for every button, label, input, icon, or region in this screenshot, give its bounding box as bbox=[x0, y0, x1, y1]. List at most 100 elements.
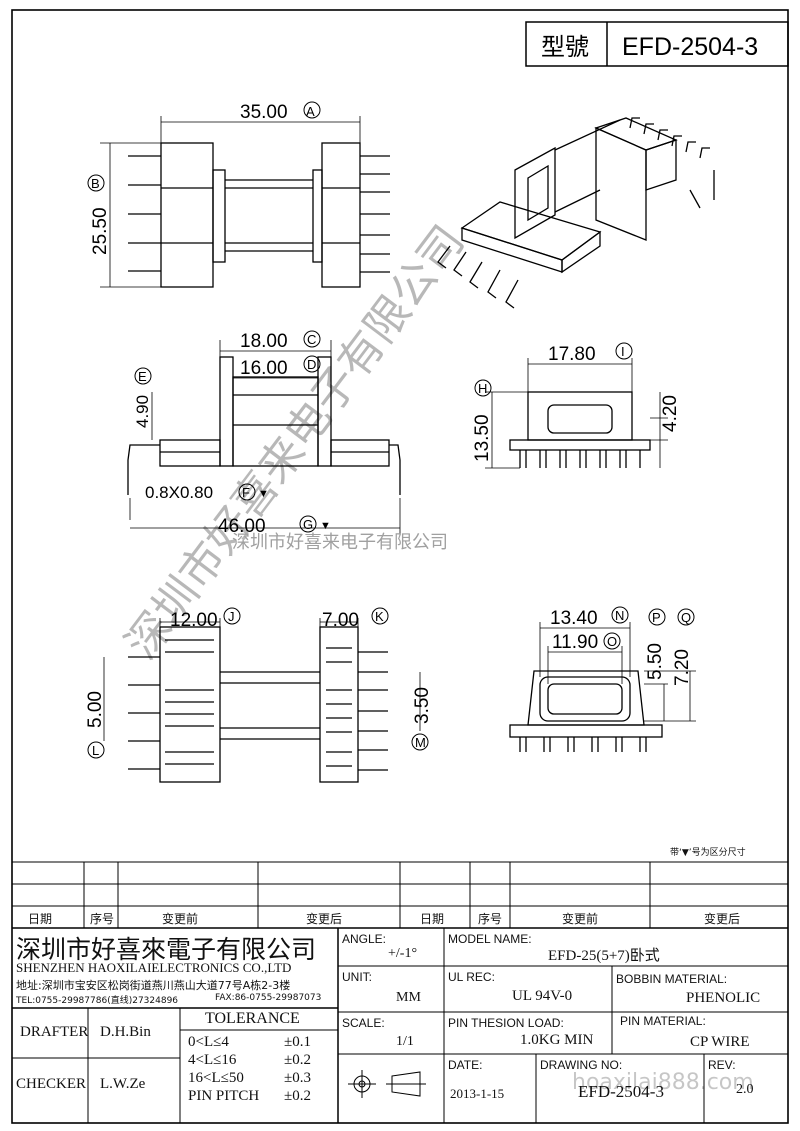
company-name-cn: 深圳市好喜來電子有限公司 bbox=[16, 935, 317, 964]
tolerance-value-1: ±0.1 bbox=[284, 1034, 311, 1050]
date-label: DATE: bbox=[448, 1058, 483, 1072]
company-address: 地址:深圳市宝安区松岗街道燕川燕山大道77号A栋2-3楼 bbox=[16, 979, 291, 992]
tolerance-value-2: ±0.2 bbox=[284, 1052, 311, 1068]
tolerance-value-4: ±0.2 bbox=[284, 1088, 311, 1104]
dim-j: 12.00 bbox=[170, 610, 218, 631]
pin-load-label: PIN THESION LOAD: bbox=[448, 1016, 564, 1030]
svg-text:B: B bbox=[91, 176, 100, 191]
marker-j: J bbox=[223, 607, 241, 625]
ul-rec-label: UL REC: bbox=[448, 970, 495, 984]
model-name-value: EFD-25(5+7)卧式 bbox=[548, 948, 660, 964]
watermark-diagonal: 深圳市好喜来电子有限公司 bbox=[117, 217, 474, 668]
model-name-label: MODEL NAME: bbox=[448, 932, 532, 946]
model-label: 型號 bbox=[541, 34, 589, 61]
tolerance-title: TOLERANCE bbox=[205, 1010, 300, 1027]
marker-n: N bbox=[611, 606, 629, 624]
ul-rec-value: UL 94V-0 bbox=[512, 988, 573, 1004]
svg-text:G: G bbox=[303, 517, 313, 532]
dim-m: 3.50 bbox=[412, 687, 433, 724]
marker-b: B bbox=[87, 174, 105, 192]
rev-header-after-2: 变更后 bbox=[704, 912, 741, 926]
side-view bbox=[485, 358, 668, 469]
svg-text:P: P bbox=[652, 610, 661, 625]
company-tel: TEL:0755-29987786(直线)27324896 bbox=[16, 996, 179, 1006]
pin-load-value: 1.0KG MIN bbox=[520, 1032, 594, 1048]
rev-header-after-1: 变更后 bbox=[306, 912, 343, 926]
rev-header-seq-1: 序号 bbox=[90, 912, 115, 926]
date-value: 2013-1-15 bbox=[450, 1086, 505, 1101]
unit-value: MM bbox=[396, 990, 421, 1005]
front-view bbox=[127, 340, 401, 535]
drawing-no-value: EFD-2504-3 bbox=[578, 1082, 664, 1101]
bobbin-material-value: PHENOLIC bbox=[686, 990, 761, 1006]
marker-i: I bbox=[615, 342, 633, 360]
unit-label: UNIT: bbox=[342, 970, 372, 984]
tolerance-range-2: 4<L≤16 bbox=[188, 1052, 237, 1068]
rev-header-seq-2: 序号 bbox=[478, 912, 503, 926]
checker-value: L.W.Ze bbox=[100, 1076, 146, 1092]
marker-a: A bbox=[303, 101, 321, 119]
svg-text:C: C bbox=[307, 332, 316, 347]
angle-value: +/-1° bbox=[388, 946, 418, 961]
page-border bbox=[11, 9, 789, 1124]
company-fax: FAX:86-0755-29987073 bbox=[215, 993, 322, 1003]
rev-value: 2.0 bbox=[736, 1082, 754, 1097]
section-view bbox=[509, 622, 696, 752]
svg-text:D: D bbox=[307, 357, 316, 372]
bottom-view bbox=[103, 618, 421, 783]
scale-label: SCALE: bbox=[342, 1016, 385, 1030]
checker-label: CHECKER bbox=[16, 1076, 87, 1092]
rev-label: REV: bbox=[708, 1058, 736, 1072]
svg-text:F: F bbox=[242, 485, 250, 500]
svg-text:J: J bbox=[228, 609, 235, 624]
pin-material-label: PIN MATERIAL: bbox=[620, 1014, 706, 1028]
marker-c: C bbox=[303, 330, 321, 348]
tolerance-value-3: ±0.3 bbox=[284, 1070, 311, 1086]
tolerance-range-1: 0<L≤4 bbox=[188, 1034, 229, 1050]
svg-text:N: N bbox=[615, 608, 624, 623]
dim-g: 46.00 bbox=[218, 516, 266, 537]
note-text: 带‘▼’号为区分尺寸 bbox=[670, 848, 746, 858]
dim-f: 0.8X0.80 bbox=[145, 483, 213, 502]
drawing-no-label: DRAWING NO: bbox=[540, 1058, 623, 1072]
svg-text:H: H bbox=[478, 381, 487, 396]
tolerance-range-3: 16<L≤50 bbox=[188, 1070, 244, 1086]
dim-e: 4.90 bbox=[133, 395, 152, 428]
marker-g-triangle: ▼ bbox=[320, 520, 331, 532]
svg-text:E: E bbox=[138, 369, 147, 384]
svg-text:O: O bbox=[607, 634, 617, 649]
dim-k: 7.00 bbox=[322, 610, 359, 631]
marker-p: P bbox=[648, 608, 666, 626]
drafter-value: D.H.Bin bbox=[100, 1024, 151, 1040]
marker-m: M bbox=[411, 733, 429, 751]
bobbin-material-label: BOBBIN MATERIAL: bbox=[616, 972, 728, 986]
watermark-url: hoaxilai888.com bbox=[572, 1070, 754, 1095]
marker-o: O bbox=[603, 632, 621, 650]
dim-o: 11.90 bbox=[552, 632, 598, 653]
marker-q: Q bbox=[677, 608, 695, 626]
dim-h: 13.50 bbox=[472, 414, 493, 462]
marker-f-triangle: ▼ bbox=[258, 488, 269, 500]
isometric-view bbox=[437, 117, 715, 309]
marker-h: H bbox=[474, 379, 492, 397]
scale-value: 1/1 bbox=[396, 1034, 414, 1049]
svg-text:K: K bbox=[375, 609, 384, 624]
dim-i: 17.80 bbox=[548, 344, 596, 365]
marker-l: L bbox=[87, 741, 105, 759]
dim-b: 25.50 bbox=[90, 207, 111, 255]
dim-l: 5.00 bbox=[85, 691, 106, 728]
marker-e: E bbox=[134, 367, 152, 385]
marker-g: G bbox=[299, 515, 317, 533]
svg-text:M: M bbox=[415, 735, 426, 750]
rev-header-date-1: 日期 bbox=[28, 912, 53, 926]
revision-table bbox=[12, 861, 788, 929]
rev-header-before-1: 变更前 bbox=[162, 912, 199, 926]
marker-f: F bbox=[238, 483, 256, 501]
dim-a: 35.00 bbox=[240, 102, 288, 123]
svg-text:A: A bbox=[306, 104, 315, 119]
header-box: 型號 EFD-2504-3 bbox=[525, 21, 789, 67]
dim-c: 18.00 bbox=[240, 331, 288, 352]
marker-d: D bbox=[303, 355, 321, 373]
rev-header-date-2: 日期 bbox=[420, 912, 445, 926]
